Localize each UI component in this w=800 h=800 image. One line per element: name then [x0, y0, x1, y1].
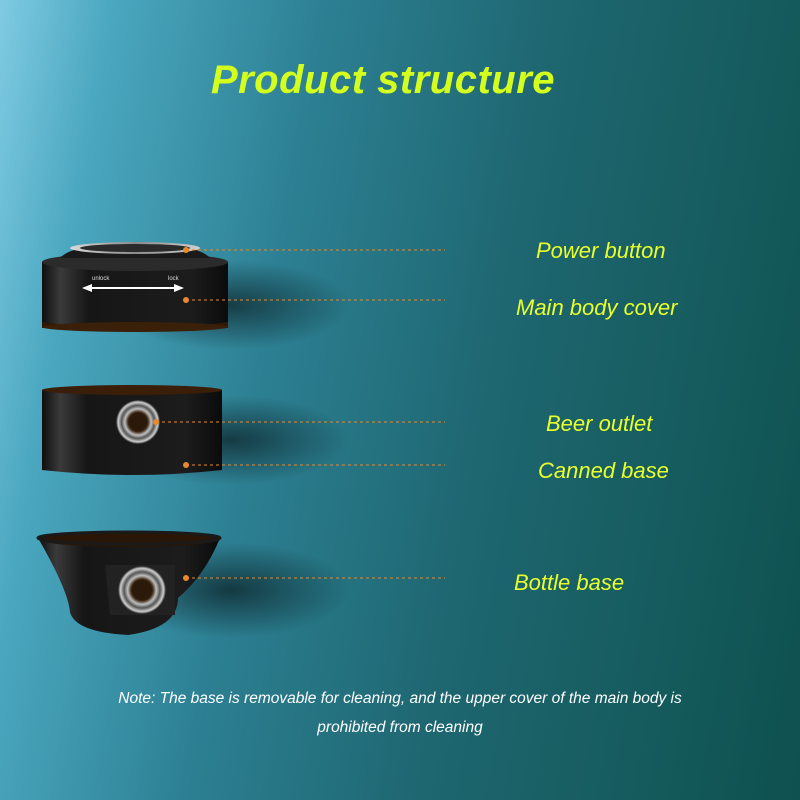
label-canned-base: Canned base — [538, 458, 669, 483]
label-power-button: Power button — [536, 238, 666, 263]
main-body-cover-illustration: unlock lock — [42, 242, 350, 350]
note-line-1: Note: The base is removable for cleaning… — [118, 690, 682, 707]
label-bottle-base: Bottle base — [514, 570, 625, 595]
label-beer-outlet: Beer outlet — [546, 411, 653, 436]
cover-lock-marking: lock — [168, 276, 180, 282]
label-main-body-cover: Main body cover — [516, 295, 678, 320]
leader-lines — [153, 247, 445, 581]
canned-base-illustration — [42, 385, 350, 485]
note-line-2: prohibited from cleaning — [317, 719, 483, 736]
cover-unlock-marking: unlock — [92, 276, 110, 282]
page-title: Product structure — [210, 58, 556, 102]
bottle-base-illustration — [36, 530, 350, 638]
